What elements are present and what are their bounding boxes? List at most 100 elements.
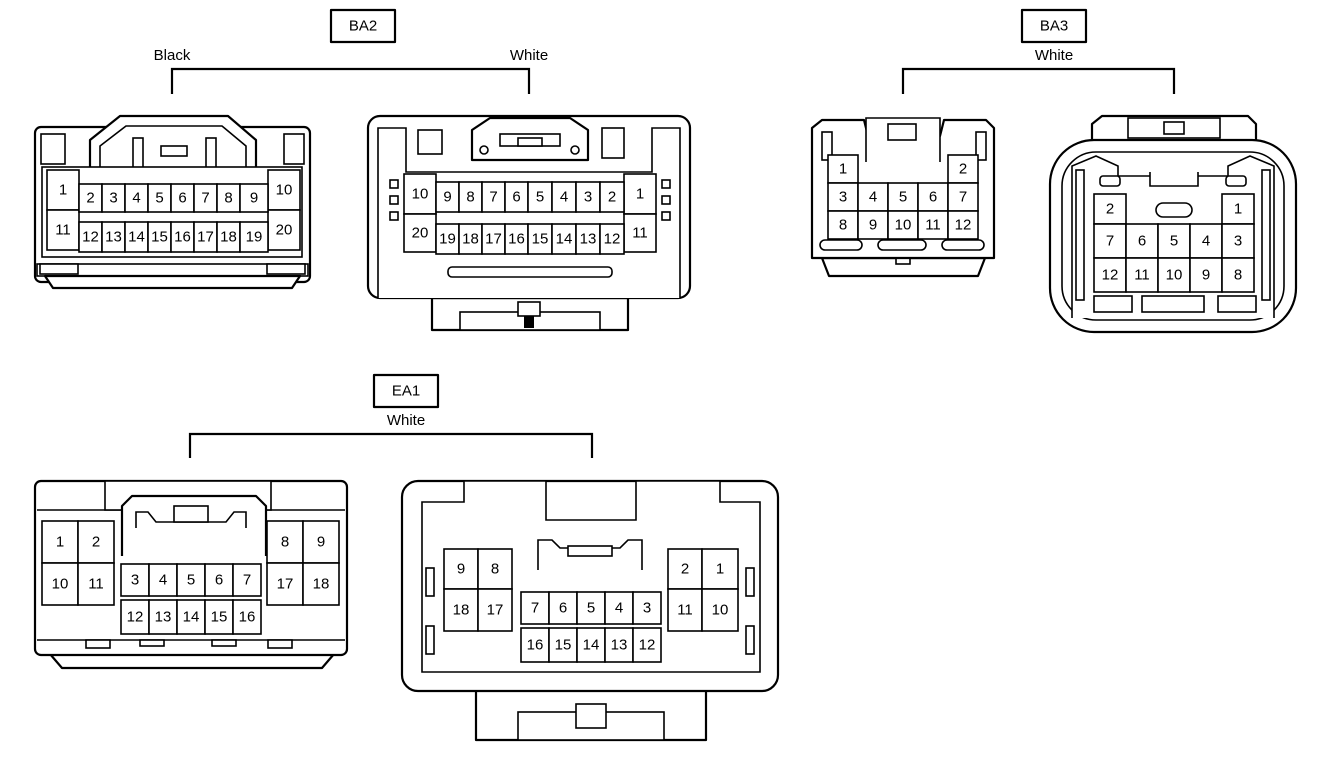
pin-cell xyxy=(1157,257,1191,293)
pin-cell xyxy=(46,169,80,211)
pin-number: 8 xyxy=(281,534,289,551)
pin-number: 3 xyxy=(839,189,847,206)
pin-cell xyxy=(302,562,340,606)
pin-number: 5 xyxy=(536,189,544,206)
ba3-left-side-slot xyxy=(975,131,987,161)
pin-number: 3 xyxy=(643,600,651,617)
pin-number: 10 xyxy=(412,186,429,203)
pin-number: 8 xyxy=(491,561,499,578)
pin-cell xyxy=(827,210,859,240)
ba2-white-lock-tab xyxy=(517,301,541,317)
pin-number: 11 xyxy=(55,222,71,239)
pin-number: 10 xyxy=(712,602,729,619)
pin-cell xyxy=(46,209,80,251)
pin-number: 2 xyxy=(1106,201,1114,218)
pin-cell xyxy=(947,154,979,184)
ba2-name-box xyxy=(329,8,397,44)
ba2-white-latch-key xyxy=(517,137,543,147)
pin-number: 9 xyxy=(869,217,877,234)
ea1-left-foot xyxy=(267,639,293,649)
pin-number: 1 xyxy=(716,561,724,578)
pin-cell xyxy=(302,520,340,564)
ea1-header: EA1 White xyxy=(188,373,594,458)
ea1-left-connector: 1 2 10 11 3 4 5 6 7 12 13 14 15 16 8 9 1… xyxy=(33,479,349,670)
pin-number: 6 xyxy=(1138,233,1146,250)
pin-number: 16 xyxy=(174,229,191,246)
pin-cell xyxy=(204,563,234,597)
pin-number: 11 xyxy=(632,225,648,242)
pin-number: 17 xyxy=(277,576,294,593)
pin-number: 16 xyxy=(239,609,256,626)
ba3-left-side-slot xyxy=(821,131,833,161)
pin-number: 16 xyxy=(527,637,544,654)
pin-cell xyxy=(947,182,979,212)
pin-cell xyxy=(575,223,601,255)
pin-cell xyxy=(1189,257,1223,293)
pin-number: 8 xyxy=(224,190,232,207)
ba2-color-black: Black xyxy=(154,47,191,64)
pin-number: 12 xyxy=(955,217,972,234)
pin-number: 1 xyxy=(59,182,67,199)
ea1-right-latch-key xyxy=(567,545,613,557)
pin-cell xyxy=(176,599,206,635)
pin-number: 11 xyxy=(1134,267,1150,284)
ba2-white-guide xyxy=(661,211,671,221)
pin-cell xyxy=(267,169,301,211)
ba2-color-white: White xyxy=(510,47,548,64)
ba2-black-left-tab xyxy=(40,133,66,165)
pin-number: 13 xyxy=(580,231,597,248)
pin-number: 18 xyxy=(220,229,237,246)
pin-number: 7 xyxy=(1106,233,1114,250)
ba2-header: BA2 Black White xyxy=(154,8,548,94)
pin-cell xyxy=(623,213,657,253)
ea1-left-foot xyxy=(85,639,111,649)
ba3-right-center-oval xyxy=(1155,202,1193,218)
ea1-left-latch-key xyxy=(173,505,209,523)
pin-number: 6 xyxy=(215,572,223,589)
pin-cell xyxy=(266,562,304,606)
ba2-white-latch-hole-right xyxy=(570,145,580,155)
pin-number: 5 xyxy=(899,189,907,206)
pin-number: 8 xyxy=(1234,267,1242,284)
ba2-bracket xyxy=(170,67,531,94)
pin-number: 3 xyxy=(131,572,139,589)
pin-cell xyxy=(520,627,550,663)
pin-number: 4 xyxy=(1202,233,1210,250)
pin-number: 2 xyxy=(681,561,689,578)
ba2-black-base-foot-left xyxy=(39,263,79,275)
ba3-left-connector: 1 2 3 4 5 6 7 8 9 10 11 12 xyxy=(810,117,996,278)
pin-number: 7 xyxy=(531,600,539,617)
pin-number: 12 xyxy=(639,637,656,654)
pin-number: 19 xyxy=(246,229,263,246)
ba2-white-inner-outline xyxy=(377,127,681,298)
pin-number: 11 xyxy=(925,217,941,234)
pin-cell xyxy=(120,599,150,635)
pin-number: 6 xyxy=(929,189,937,206)
pin-number: 20 xyxy=(276,222,293,239)
pin-number: 5 xyxy=(155,190,163,207)
ba2-white-connector: 10 20 1 11 9 8 7 6 5 4 3 2 19 18 17 16 1… xyxy=(366,114,692,332)
pin-number: 14 xyxy=(583,637,600,654)
ba3-right-bottom-block xyxy=(1141,295,1205,313)
ba3-right-side-rib xyxy=(1075,169,1085,301)
pin-cell xyxy=(575,181,601,213)
ba2-white-guide xyxy=(389,179,399,189)
pin-cell xyxy=(403,213,437,253)
pin-number: 9 xyxy=(317,534,325,551)
pin-number: 4 xyxy=(869,189,877,206)
pin-number: 18 xyxy=(462,231,479,248)
pin-number: 13 xyxy=(611,637,628,654)
ba3-header: BA3 White xyxy=(901,8,1176,94)
ea1-name: EA1 xyxy=(392,383,420,400)
pin-cell xyxy=(548,591,578,625)
pin-cell xyxy=(232,599,262,635)
pin-number: 8 xyxy=(839,217,847,234)
pin-number: 10 xyxy=(1166,267,1183,284)
pin-cell xyxy=(120,563,150,597)
ea1-right-side-slot xyxy=(745,625,755,655)
pin-number: 3 xyxy=(109,190,117,207)
ea1-right-side-slot xyxy=(745,567,755,597)
pin-number: 9 xyxy=(1202,267,1210,284)
pin-number: 10 xyxy=(52,576,69,593)
pin-number: 15 xyxy=(151,229,168,246)
